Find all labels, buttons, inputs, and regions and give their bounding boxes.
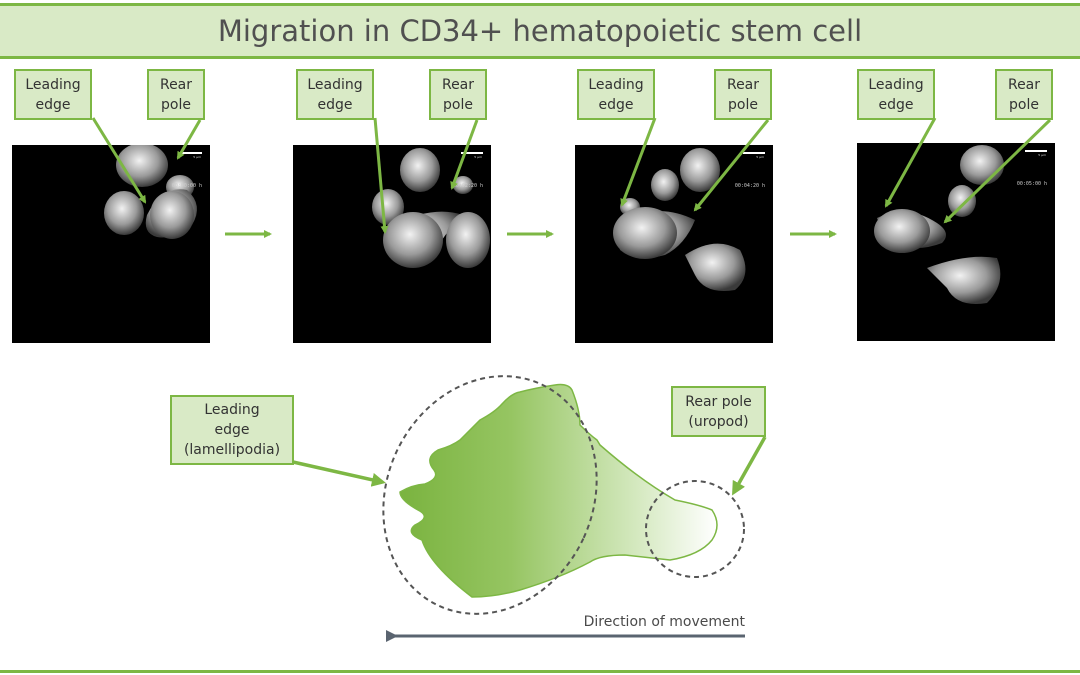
cell-image-4 — [874, 145, 1004, 304]
title-bar: Migration in CD34+ hematopoietic stem ce… — [0, 3, 1080, 59]
leading-edge-diagram-label: Leading edge (lamellipodia) — [170, 395, 294, 465]
timestamp: 00:05:00 h — [1016, 181, 1047, 187]
timestamp: 00:02:20 h — [452, 183, 483, 189]
leading-edge-label-1: Leading edge — [14, 69, 92, 120]
leading-edge-region — [382, 375, 598, 615]
leading-edge-label-2: Leading edge — [296, 69, 374, 120]
micrograph-frame-3: 5 µm 00:04:20 h — [575, 145, 773, 343]
scale-label: 5 µm — [474, 155, 482, 159]
rear-pole-label-1: Rear pole — [147, 69, 205, 120]
cell-image-3 — [613, 148, 746, 291]
cell-image-1 — [104, 145, 197, 239]
page-title: Migration in CD34+ hematopoietic stem ce… — [217, 14, 863, 48]
micrograph-frame-1: 5 µm 00:00:00 h — [12, 145, 210, 343]
scale-bar — [1025, 150, 1047, 152]
rear-pole-label-4: Rear pole — [995, 69, 1053, 120]
leading-edge-label-3: Leading edge — [577, 69, 655, 120]
rear-pole-diagram-label: Rear pole (uropod) — [671, 386, 766, 437]
scale-bar — [180, 152, 202, 154]
scale-bar — [743, 152, 765, 154]
scale-bar — [461, 152, 483, 154]
micrograph-frame-4: 5 µm 00:05:00 h — [857, 143, 1055, 341]
timestamp: 00:04:20 h — [734, 183, 765, 189]
rear-pole-label-2: Rear pole — [429, 69, 487, 120]
scale-label: 5 µm — [756, 155, 764, 159]
micrograph-frame-2: 5 µm 00:02:20 h — [293, 145, 491, 343]
rear-pole-label-3: Rear pole — [714, 69, 772, 120]
rear-pole-region — [645, 480, 745, 578]
rear-pole-pointer — [732, 436, 767, 496]
scale-label: 5 µm — [193, 155, 201, 159]
leading-edge-label-4: Leading edge — [857, 69, 935, 120]
direction-label: Direction of movement — [583, 614, 745, 630]
cell-shape — [399, 383, 718, 598]
bottom-divider — [0, 670, 1080, 673]
cell-image-2 — [372, 148, 490, 268]
leading-edge-pointer — [292, 460, 386, 487]
timestamp: 00:00:00 h — [171, 183, 202, 189]
scale-label: 5 µm — [1038, 153, 1046, 157]
